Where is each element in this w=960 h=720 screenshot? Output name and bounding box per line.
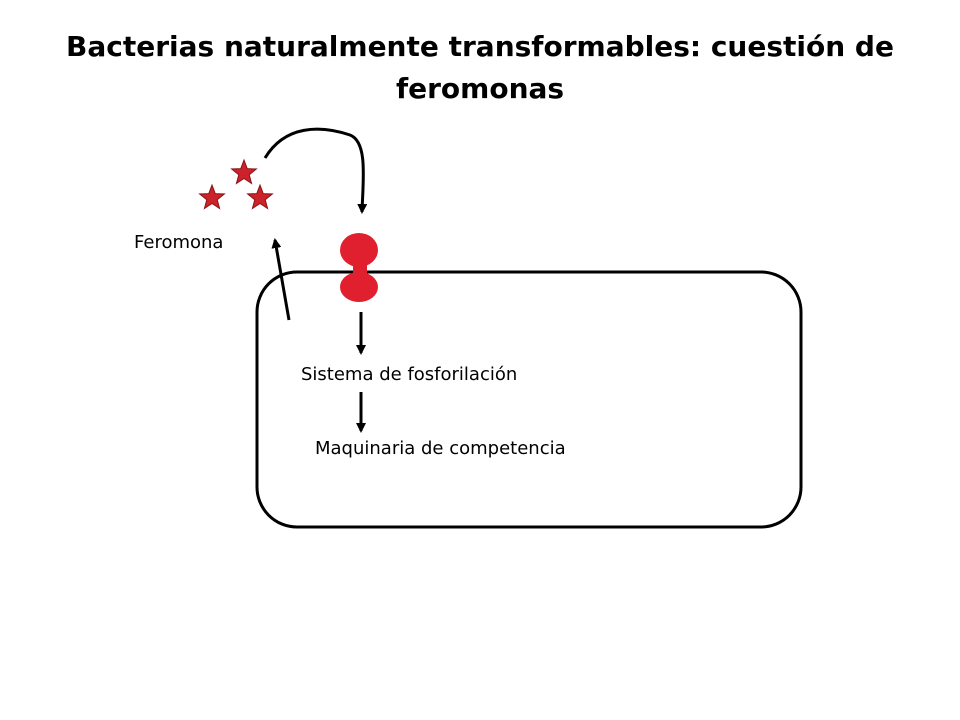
phosphorylation-system-label: Sistema de fosforilación <box>301 364 518 385</box>
pheromone-star-icon <box>230 158 258 185</box>
pheromone-star-icon <box>198 183 226 210</box>
pheromone-star-icon <box>246 183 274 210</box>
receptor-icon <box>340 233 378 302</box>
secretion-arrow <box>271 238 291 321</box>
pheromone-label: Feromona <box>134 232 224 253</box>
slide-title: Bacterias naturalmente transformables: c… <box>66 30 894 105</box>
bacterial-cell <box>255 270 803 529</box>
competence-machinery-label: Maquinaria de competencia <box>315 438 566 459</box>
pheromone-to-receptor-arrow <box>263 127 368 214</box>
